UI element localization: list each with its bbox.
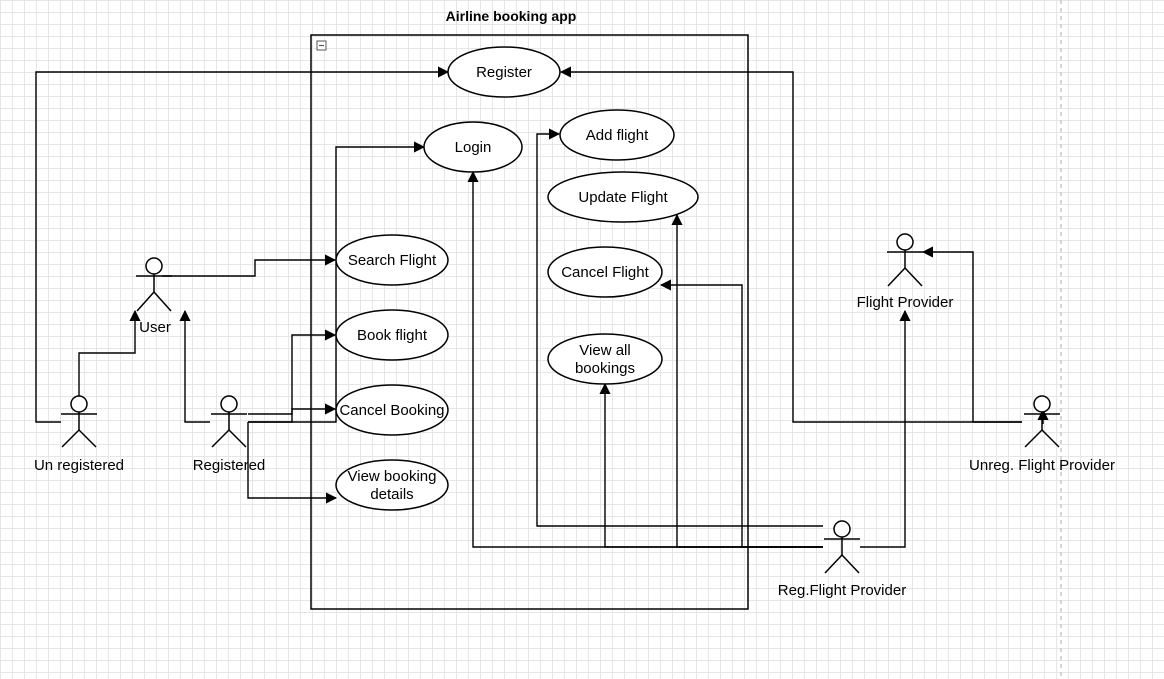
actor-unregistered[interactable]: Un registered (34, 395, 124, 474)
use-case-label: Add flight (586, 127, 649, 144)
edge-reg-provider-to-flight-provider (860, 309, 911, 548)
use-case-label: Cancel Booking (339, 402, 444, 419)
edge-registered-to-view-booking (247, 422, 338, 504)
actor-reg-flight-provider[interactable]: Reg.Flight Provider (778, 520, 906, 599)
use-case-label-line-1: View all (579, 342, 630, 359)
use-case-label-line-2: details (370, 486, 413, 503)
edge-reg-provider-to-cancel-flight (659, 279, 823, 548)
actor-registered[interactable]: Registered (193, 395, 266, 474)
edge-register-to-unregistered (35, 66, 450, 423)
actor-unreg-flight-provider[interactable]: Unreg. Flight Provider (969, 395, 1115, 474)
actor-label: User (139, 319, 171, 336)
actor-label: Reg.Flight Provider (778, 582, 906, 599)
edge-reg-provider-to-update-flight (671, 213, 823, 548)
system-boundary[interactable] (310, 34, 749, 610)
use-case-label: Search Flight (348, 252, 437, 269)
actor-label: Registered (193, 457, 266, 474)
use-case-label-line-1: View booking (348, 468, 437, 485)
use-case-view-all-bookings[interactable]: View all bookings (547, 333, 663, 385)
edge-user-to-search-flight (162, 254, 337, 277)
edge-registered-to-user (179, 309, 210, 423)
use-case-cancel-flight[interactable]: Cancel Flight (547, 246, 663, 298)
edges (35, 66, 1049, 548)
actor-label: Unreg. Flight Provider (969, 457, 1115, 474)
edge-registered-to-cancel-booking (248, 403, 337, 415)
use-case-view-booking-details[interactable]: View booking details (335, 459, 449, 511)
use-case-label: Cancel Flight (561, 264, 649, 281)
actor-flight-provider[interactable]: Flight Provider (857, 233, 954, 311)
use-case-label: Book flight (357, 327, 428, 344)
use-case-register[interactable]: Register (447, 46, 561, 98)
use-case-add-flight[interactable]: Add flight (559, 109, 675, 161)
edge-unreg-provider-to-register (559, 66, 1022, 423)
actor-label: Un registered (34, 457, 124, 474)
use-case-update-flight[interactable]: Update Flight (547, 171, 699, 223)
actor-label: Flight Provider (857, 294, 954, 311)
edge-unreg-provider-to-flight-provider (921, 246, 1022, 423)
edge-reg-provider-to-add-flight (536, 128, 823, 527)
use-case-label-line-2: bookings (575, 360, 635, 377)
use-case-label: Login (455, 139, 492, 156)
edge-registered-to-book-flight (248, 329, 337, 423)
use-case-label: Update Flight (578, 189, 668, 206)
use-case-label: Register (476, 64, 532, 81)
edge-unregistered-to-user (78, 309, 141, 397)
system-title: Airline booking app (446, 8, 577, 24)
use-case-book-flight[interactable]: Book flight (335, 309, 449, 361)
use-case-cancel-booking[interactable]: Cancel Booking (335, 384, 449, 436)
actor-user[interactable]: User (136, 257, 172, 336)
use-case-login[interactable]: Login (423, 121, 523, 173)
use-case-search-flight[interactable]: Search Flight (335, 234, 449, 286)
edge-reg-provider-to-view-all (599, 382, 823, 548)
